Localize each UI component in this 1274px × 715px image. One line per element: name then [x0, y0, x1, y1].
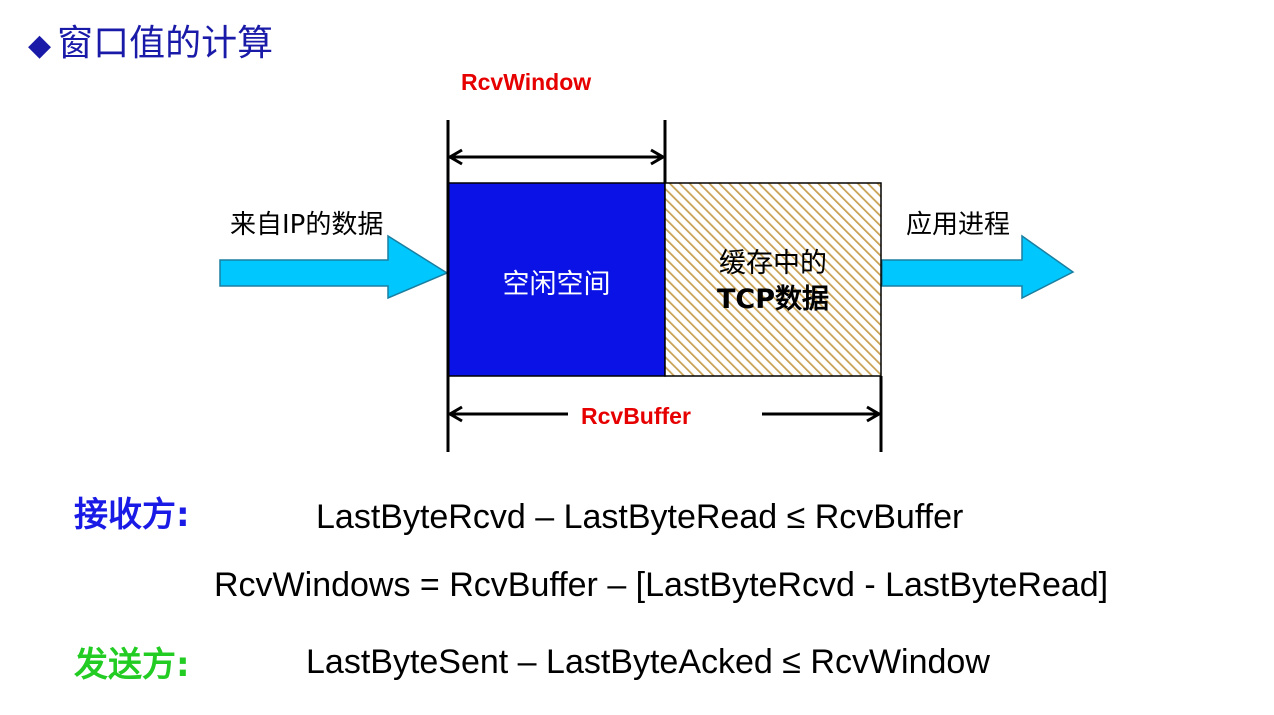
page-title: ◆窗口值的计算 [28, 14, 273, 66]
incoming-data-label: 来自IP的数据 [230, 210, 384, 240]
buffered-data-line1: 缓存中的 [719, 248, 827, 279]
free-space-box [447, 182, 666, 377]
diamond-bullet-icon: ◆ [28, 28, 52, 63]
incoming-data-arrow [219, 234, 449, 300]
receiver-role-label: 接收方: [74, 495, 190, 535]
buffered-data-box [664, 182, 882, 377]
page-title-text: 窗口值的计算 [57, 23, 274, 64]
buffered-data-line2: TCP数据 [716, 284, 830, 315]
receiver-formula-1: LastByteRcvd – LastByteRead ≤ RcvBuffer [316, 498, 964, 536]
buffered-data-label: 缓存中的 TCP数据 [665, 246, 881, 318]
app-process-arrow [881, 234, 1075, 300]
sender-formula: LastByteSent – LastByteAcked ≤ RcvWindow [306, 643, 990, 681]
receiver-formula-2: RcvWindows = RcvBuffer – [LastByteRcvd -… [214, 566, 1109, 604]
rcv-window-label: RcvWindow [461, 69, 592, 95]
app-process-label: 应用进程 [906, 210, 1011, 240]
sender-role-label: 发送方: [74, 645, 190, 685]
rcv-buffer-label: RcvBuffer [581, 403, 691, 429]
free-space-label: 空闲空间 [502, 269, 611, 300]
